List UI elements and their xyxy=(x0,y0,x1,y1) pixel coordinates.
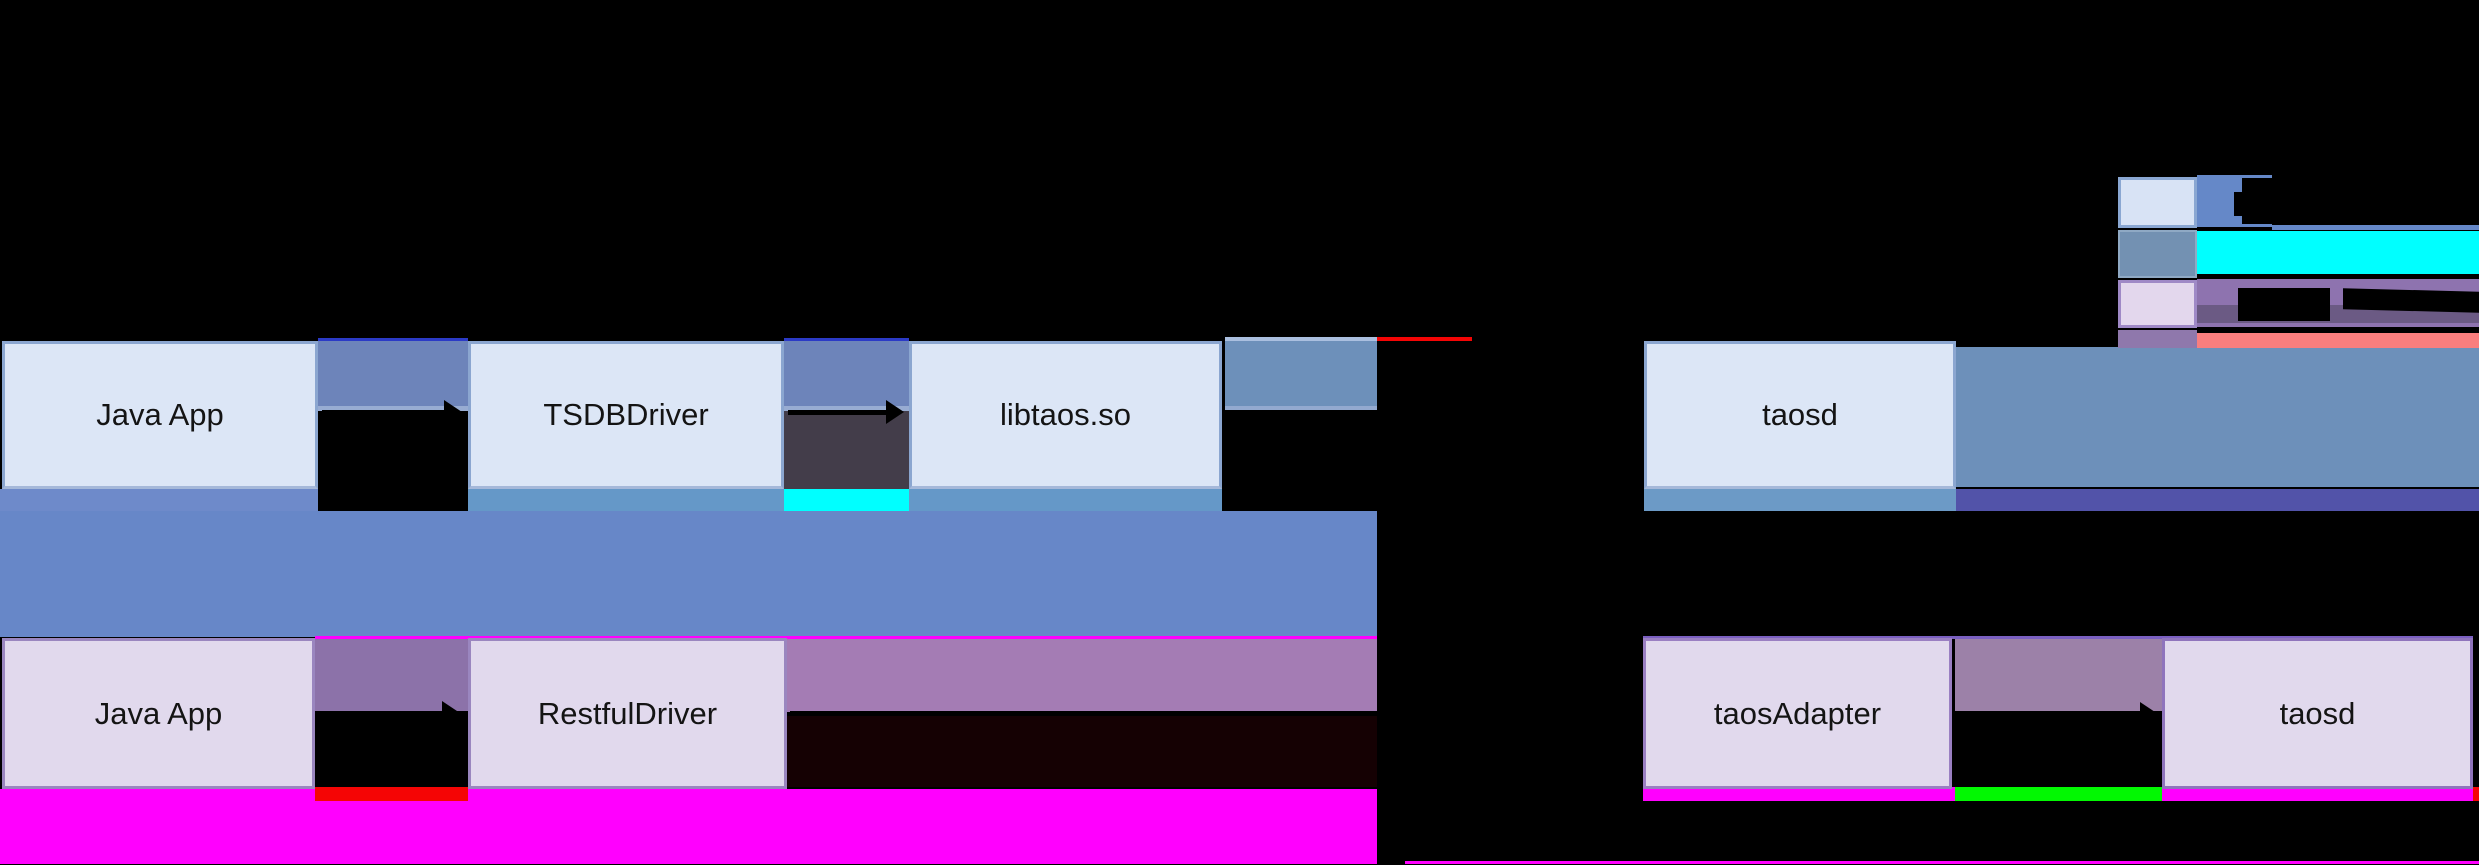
node-tsdbdriver: TSDBDriver xyxy=(468,341,784,489)
magenta-band xyxy=(0,789,1377,864)
cyan-highlight-strip xyxy=(784,489,909,511)
green-stripe xyxy=(1955,787,2162,801)
band-under-javaapp-jni xyxy=(0,489,318,511)
arrow-taosadapter-taosd-head xyxy=(2140,702,2158,726)
gap-fill-rest-1 xyxy=(315,639,468,711)
legend-glyph-fragment-3a xyxy=(2238,288,2330,321)
magenta-bottom-line xyxy=(1405,861,2479,864)
navy-top-line-gap1 xyxy=(318,338,468,341)
arrow-libtaos-taosd-head xyxy=(1618,400,1636,424)
legend-glyph-fragment-1a xyxy=(2242,178,2272,224)
node-java-app-jni-label: Java App xyxy=(96,397,224,432)
steel-rect-server-area xyxy=(1956,347,2479,487)
indigo-band-right xyxy=(1956,489,2479,511)
legend-glyph-fragment-3b xyxy=(2343,288,2479,313)
gap-fill-jni-1 xyxy=(318,341,468,406)
node-restfuldriver-label: RestfulDriver xyxy=(537,695,718,731)
cornflower-divider-band xyxy=(0,511,1377,637)
node-restfuldriver: RestfulDriver xyxy=(468,638,787,789)
magenta-stripe-under-taosd2 xyxy=(2162,787,2473,801)
mauve-band xyxy=(787,639,1377,712)
node-libtaos: libtaos.so xyxy=(909,341,1222,489)
arrow-tsdbdriver-libtaos xyxy=(788,410,886,415)
legend-band-2 xyxy=(2197,231,2479,274)
node-java-app-jni: Java App xyxy=(2,341,318,489)
arrow-javaapp-restfuldriver xyxy=(320,711,442,716)
red-sliver-right-edge xyxy=(2473,787,2479,801)
gap-fill-rest-2 xyxy=(1955,639,2162,711)
arrow-javaapp-restfuldriver-head xyxy=(442,701,460,725)
arrow-taosadapter-taosd xyxy=(1958,712,2140,717)
gap-fill-jni-1-edge xyxy=(318,406,468,411)
node-taosadapter: taosAdapter xyxy=(1643,638,1952,789)
legend-band-4 xyxy=(2197,333,2479,348)
legend-swatch-1 xyxy=(2118,177,2197,228)
band-under-taosd-jni xyxy=(1644,489,1956,511)
gap-fill-jni-2-edge xyxy=(784,406,909,411)
arrow-restfuldriver-taosadapter-head xyxy=(1618,701,1636,725)
magenta-stripe-under-adapter xyxy=(1643,787,1955,801)
navy-top-line-gap2 xyxy=(784,338,909,341)
red-line-segment xyxy=(1377,337,1472,341)
node-taosd-rest-label: taosd xyxy=(2279,695,2356,731)
legend-glyph-fragment-1b xyxy=(2234,192,2242,216)
arrow-libtaos-taosd xyxy=(1222,410,1618,415)
node-java-app-rest-label: Java App xyxy=(94,695,223,731)
node-taosadapter-label: taosAdapter xyxy=(1713,695,1882,731)
dark-grey-block xyxy=(784,411,909,489)
arrow-restfuldriver-taosadapter xyxy=(790,711,1618,716)
band-under-tsdbdriver xyxy=(468,489,784,511)
violet-line-right xyxy=(1643,636,2473,639)
node-taosd-rest: taosd xyxy=(2162,638,2473,789)
node-taosd-jni-label: taosd xyxy=(1762,397,1838,432)
arrow-tsdbdriver-libtaos-head xyxy=(886,400,904,424)
node-libtaos-label: libtaos.so xyxy=(1000,397,1131,432)
magenta-line-mid xyxy=(315,636,1377,639)
red-stripe-gap1 xyxy=(315,787,468,801)
steel-block-after-libtaos xyxy=(1225,337,1377,411)
legend-swatch-4 xyxy=(2118,330,2197,348)
node-tsdbdriver-label: TSDBDriver xyxy=(543,397,709,432)
node-java-app-rest: Java App xyxy=(2,638,315,789)
dark-maroon-band xyxy=(787,716,1377,787)
arrow-javaapp-tsdbdriver xyxy=(322,410,444,415)
band-under-libtaos xyxy=(909,489,1222,511)
node-taosd-jni: taosd xyxy=(1644,341,1956,489)
legend-band-1-strip xyxy=(2272,225,2479,230)
legend-swatch-3 xyxy=(2118,280,2197,328)
arrow-javaapp-tsdbdriver-head xyxy=(444,400,462,424)
gap-fill-jni-2 xyxy=(784,341,909,406)
legend-swatch-2 xyxy=(2118,230,2197,278)
